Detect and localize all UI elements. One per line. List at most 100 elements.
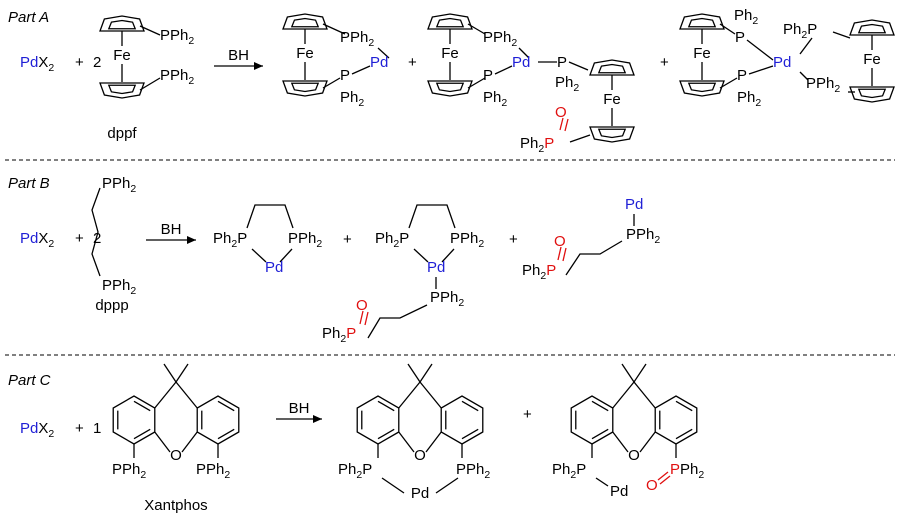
bond: [419, 381, 442, 409]
pph2-label: PPh2: [806, 75, 840, 95]
aromatic-bond: [133, 428, 151, 440]
aromatic-bond: [675, 428, 693, 440]
p-atom: P: [557, 54, 567, 71]
cp-ring-top: [427, 13, 473, 30]
cp-ring-bottom: [849, 86, 895, 103]
bh-reagent: BH: [161, 221, 182, 238]
bh-reagent: BH: [228, 47, 249, 64]
phosphoryl-bond: [359, 310, 364, 325]
bond: [154, 381, 177, 409]
aromatic-bond: [217, 400, 235, 412]
part-c-label: Part C: [8, 372, 51, 389]
phosphoryl-bond: [364, 311, 369, 326]
coordination-bond: [435, 477, 459, 494]
bond: [139, 25, 161, 36]
coordination-bond: [748, 65, 774, 75]
xanthene-left-ring: [112, 395, 156, 445]
oxygen-atom: O: [554, 233, 566, 250]
aromatic-bond: [675, 400, 693, 412]
propane-chain: [246, 204, 294, 229]
p-atom: P: [737, 67, 747, 84]
pd-atom: Pd: [610, 483, 628, 500]
ph2p-label: Ph2P: [338, 461, 372, 481]
pph2-label: PPh2: [450, 230, 484, 250]
pd-atom: Pd: [370, 54, 388, 71]
propane-chain: [367, 304, 428, 339]
pdx2-reagent: PdX2: [20, 54, 54, 74]
cp-ring-bottom: [282, 80, 328, 97]
aromatic-bond: [133, 400, 151, 412]
bond: [568, 61, 589, 71]
phosphine-oxide-label: PPh2: [670, 461, 704, 481]
cp-ring-top: [589, 59, 635, 76]
ph2p-label: Ph2P: [783, 21, 817, 41]
coordination-bond: [279, 248, 293, 263]
methyl-bond: [407, 363, 421, 383]
pd-atom: Pd: [427, 259, 445, 276]
pd-atom: Pd: [265, 259, 283, 276]
fe-atom: Fe: [693, 45, 711, 62]
p-atom: P: [340, 67, 350, 84]
ph2-label: Ph2: [555, 74, 579, 94]
pd-atom: Pd: [625, 196, 643, 213]
xanthene-right-ring: [440, 395, 484, 445]
bh-reagent: BH: [289, 400, 310, 417]
ph2-label: Ph2: [734, 7, 758, 27]
propane-chain: [565, 240, 623, 276]
pph2-label: PPh2: [456, 461, 490, 481]
ph2-label: Ph2: [483, 89, 507, 109]
phosphoryl-bond: [564, 118, 569, 132]
coordination-bond: [441, 248, 455, 263]
cp-ring-inner: [597, 63, 627, 74]
xanthene-left-ring: [570, 395, 614, 445]
cp-ring-bottom: [589, 126, 635, 143]
cp-ring-inner: [687, 82, 717, 93]
methyl-bond: [419, 363, 433, 383]
bond: [467, 77, 486, 89]
pph2-label: PPh2: [196, 461, 230, 481]
coordination-bond: [494, 65, 513, 75]
aromatic-bond: [591, 400, 609, 412]
p-atom: P: [483, 67, 493, 84]
coordination-bond: [381, 477, 405, 494]
coordination-bond: [251, 248, 267, 263]
phosphoryl-bond: [559, 117, 564, 131]
oxygen-atom: O: [555, 104, 567, 121]
plus-sign: +: [509, 231, 518, 248]
bond: [398, 381, 421, 409]
bond: [154, 431, 171, 453]
fe-atom: Fe: [863, 51, 881, 68]
oxygen-atom: O: [414, 447, 426, 464]
part-b-label: Part B: [8, 175, 50, 192]
bond: [322, 77, 341, 89]
phosphine-oxide-label: Ph2P: [522, 262, 556, 282]
cp-ring-inner: [435, 17, 465, 28]
bond: [181, 431, 198, 453]
cp-ring-inner: [107, 19, 137, 30]
methyl-bond: [633, 363, 647, 383]
pph2-label: PPh2: [288, 230, 322, 250]
cp-ring-top: [99, 15, 145, 32]
fe-atom: Fe: [603, 91, 621, 108]
aromatic-bond: [377, 428, 395, 440]
oxygen-atom: O: [356, 297, 368, 314]
cp-ring-top: [282, 13, 328, 30]
xanthene-right-ring: [654, 395, 698, 445]
ligand-name-dppp: dppp: [95, 297, 128, 314]
coordination-bond: [595, 477, 609, 487]
ph2-label: Ph2: [340, 89, 364, 109]
arrowhead: [254, 62, 263, 70]
cp-ring-bottom: [99, 82, 145, 99]
bond: [719, 77, 738, 89]
cp-ring-inner: [290, 82, 320, 93]
methyl-bond: [621, 363, 635, 383]
fe-atom: Fe: [441, 45, 459, 62]
plus-sign: +: [660, 54, 669, 71]
coordination-bond: [799, 37, 813, 55]
phosphoryl-bond: [557, 246, 562, 261]
bond: [322, 23, 346, 35]
bond: [612, 431, 629, 453]
arrowhead: [187, 236, 196, 244]
pd-atom: Pd: [773, 54, 791, 71]
